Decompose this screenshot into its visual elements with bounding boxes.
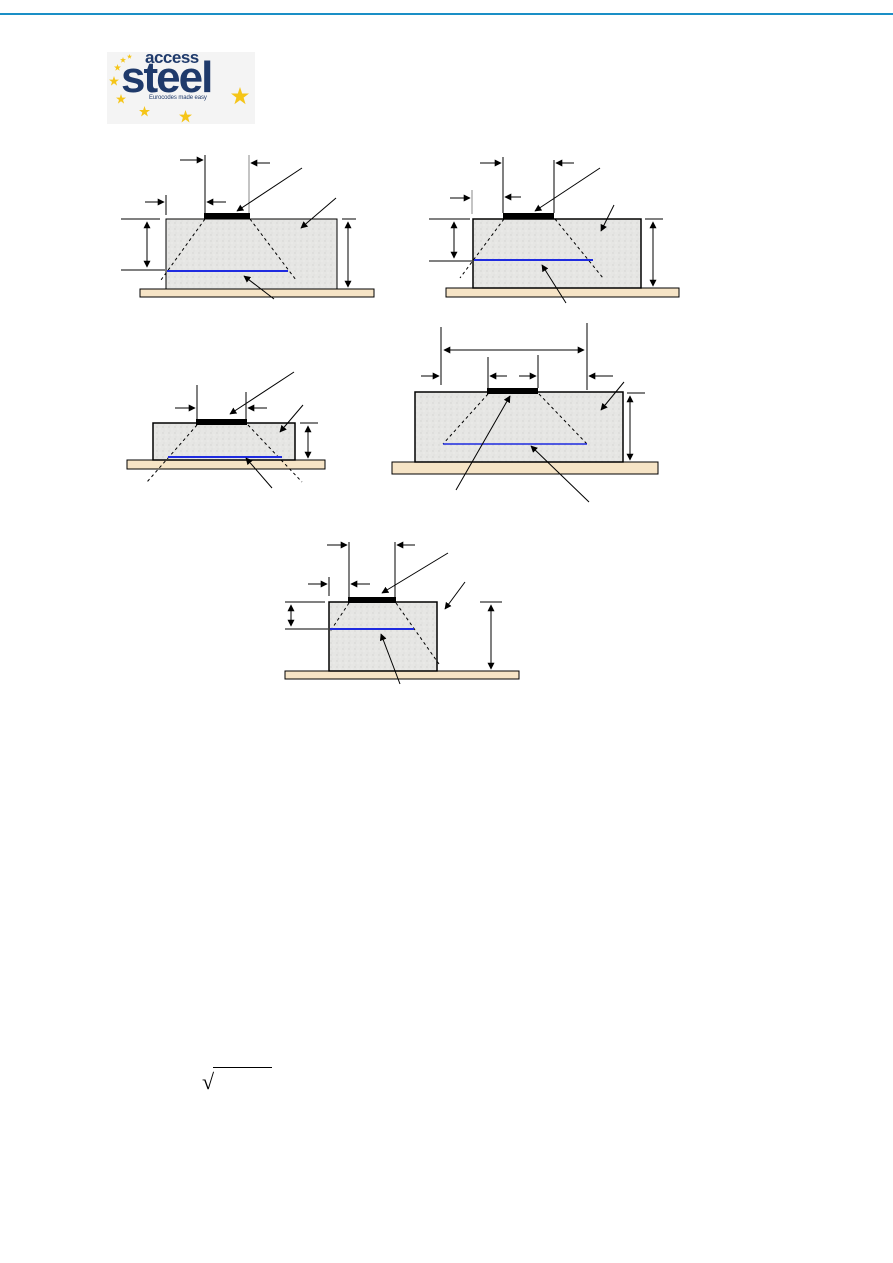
diagram-5	[284, 541, 520, 685]
diagram-2	[429, 157, 680, 304]
star-icon	[120, 57, 126, 63]
diagram-3	[126, 371, 326, 489]
square-root-formula: √	[202, 1063, 274, 1095]
star-icon	[231, 87, 249, 105]
radical-vinculum	[213, 1067, 272, 1068]
logo-steel-text: steel	[121, 53, 213, 102]
bearing-diagrams	[121, 155, 680, 685]
logo-tagline: Eurocodes made easy	[149, 95, 207, 101]
diagram-1	[121, 155, 375, 300]
bearing-plate	[204, 213, 250, 219]
star-icon	[114, 64, 121, 71]
star-icon	[139, 106, 150, 117]
star-icon	[179, 110, 192, 123]
star-icon	[127, 54, 132, 59]
star-icon	[109, 76, 119, 86]
diagram-4	[391, 323, 659, 503]
star-icon	[116, 94, 126, 104]
logo-access-text: access	[145, 48, 199, 67]
header-rule	[0, 13, 893, 15]
access-steel-logo: access steel Eurocodes made easy	[107, 48, 255, 124]
radical-symbol: √	[202, 1069, 215, 1094]
